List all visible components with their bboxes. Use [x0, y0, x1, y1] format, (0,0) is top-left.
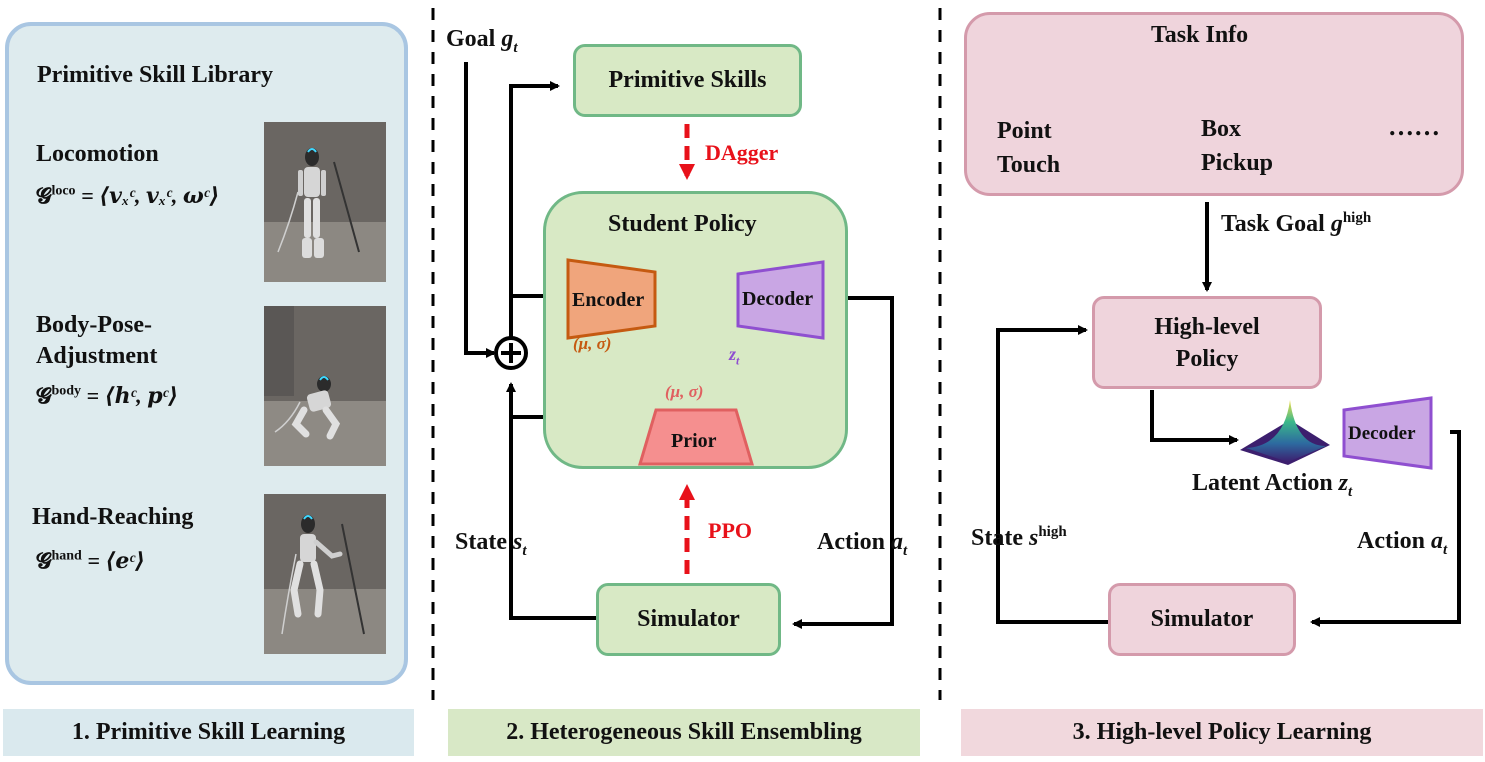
latent-action-text: Latent Action: [1192, 470, 1339, 496]
latent-action-distribution-icon: [1240, 400, 1330, 465]
goal-symbol: 𝓖: [36, 383, 52, 408]
goal-locomotion-formula: 𝓖loco = ⟨𝒗ₓᶜ, 𝒗ₓᶜ, 𝝎ᶜ⟩: [36, 183, 219, 209]
primitive-skills-label: Primitive Skills: [608, 67, 767, 93]
encoder-stats-text: (μ, σ): [573, 334, 612, 353]
prior-stats-label: (μ, σ): [665, 382, 703, 402]
prior-label: Prior: [671, 430, 717, 452]
library-title: Primitive Skill Library: [37, 62, 273, 88]
simulator-label: Simulator: [637, 606, 740, 632]
skill-body-pose-label-line1: Body-Pose-: [36, 312, 152, 338]
state-label-text: State: [971, 525, 1029, 551]
simulator-box-p3: Simulator: [1108, 583, 1296, 656]
z-text: z: [729, 344, 737, 364]
encoder-label: Encoder: [572, 289, 645, 311]
skill-body-pose-label-line2: Adjustment: [36, 343, 158, 369]
prior-stats-text: (μ, σ): [665, 382, 704, 401]
simulator-label: Simulator: [1150, 606, 1254, 632]
point-touch-label-line1: Point: [997, 118, 1052, 144]
z-label: zt: [729, 344, 740, 368]
task-info-label: Task Info: [1151, 22, 1249, 48]
goal-superscript: loco: [51, 183, 76, 199]
state-var: s: [1028, 525, 1039, 551]
skill-hand-reaching-label: Hand-Reaching: [32, 504, 194, 530]
state-label-p2: State st: [455, 529, 527, 559]
caption-panel-1-text: 1. Primitive Skill Learning: [71, 719, 346, 745]
goal-formula: = ⟨𝒆ᶜ⟩: [87, 548, 146, 573]
simulator-box-p2: Simulator: [596, 583, 781, 656]
box-pickup-label-line2: Pickup: [1201, 150, 1274, 176]
box-pickup-label-line1: Box: [1201, 116, 1242, 142]
frozen-decoder-shape: [1342, 396, 1433, 470]
goal-body-formula: 𝓖body = ⟨𝒉ᶜ, 𝒑ᶜ⟩: [36, 383, 178, 409]
robot-photo-hand-reaching: [264, 494, 386, 654]
state-sup: high: [1038, 524, 1067, 540]
prior-shape: [638, 408, 754, 466]
goal-var: g: [501, 26, 514, 52]
goal-superscript: body: [51, 383, 82, 399]
decoder-shape: [736, 260, 825, 340]
state-label-p3: State shigh: [971, 524, 1067, 552]
caption-panel-2-text: 2. Heterogeneous Skill Ensembling: [506, 719, 862, 745]
action-label-p2: Action at: [817, 529, 908, 559]
point-touch-label-line2: Touch: [997, 152, 1061, 178]
action-label-text: Action: [817, 529, 891, 555]
high-level-label-line1: High-level: [1154, 313, 1260, 340]
state-label-text: State: [455, 529, 513, 555]
decoder-label: Decoder: [742, 288, 814, 310]
caption-panel-2: 2. Heterogeneous Skill Ensembling: [448, 709, 920, 756]
action-label-text: Action: [1357, 528, 1431, 554]
robot-photo-locomotion: [264, 122, 386, 282]
robot-photo-body-pose: [264, 306, 386, 466]
goal-symbol: 𝓖: [36, 183, 52, 208]
goal-superscript: hand: [51, 548, 82, 564]
ellipsis-label: ……: [1388, 112, 1440, 141]
task-goal-label: Task Goal ghigh: [1221, 210, 1371, 238]
goal-symbol: 𝓖: [36, 548, 52, 573]
high-level-label-line2: Policy: [1175, 345, 1239, 372]
task-goal-sup: high: [1342, 210, 1372, 226]
caption-panel-3: 3. High-level Policy Learning: [961, 709, 1483, 756]
skill-locomotion-label: Locomotion: [36, 141, 159, 167]
latent-action-label: Latent Action zt: [1192, 470, 1353, 500]
goal-formula: = ⟨𝒉ᶜ, 𝒑ᶜ⟩: [86, 383, 179, 408]
action-label-p3: Action at: [1357, 528, 1448, 558]
ppo-label: PPO: [708, 518, 752, 543]
dagger-label: DAgger: [705, 140, 779, 165]
caption-panel-1: 1. Primitive Skill Learning: [3, 709, 414, 756]
action-var: a: [891, 529, 903, 555]
primitive-skills-box: Primitive Skills: [573, 44, 802, 117]
goal-sub: t: [513, 39, 518, 56]
task-info-box: [964, 12, 1464, 196]
caption-panel-3-text: 3. High-level Policy Learning: [1072, 719, 1372, 745]
task-goal-var: g: [1330, 211, 1343, 237]
student-policy-label: Student Policy: [608, 211, 757, 237]
goal-label: Goal gt: [446, 26, 518, 57]
task-goal-text: Task Goal: [1221, 211, 1331, 237]
frozen-decoder-label: Decoder: [1348, 423, 1416, 444]
latent-var: z: [1338, 470, 1349, 496]
goal-formula: = ⟨𝒗ₓᶜ, 𝒗ₓᶜ, 𝝎ᶜ⟩: [81, 183, 220, 208]
goal-hand-formula: 𝓖hand = ⟨𝒆ᶜ⟩: [36, 548, 145, 574]
goal-label-text: Goal: [446, 26, 502, 52]
state-var: s: [512, 529, 523, 555]
encoder-shape: [566, 258, 657, 340]
high-level-policy-box: High-level Policy: [1092, 296, 1322, 389]
encoder-stats-label: (μ, σ): [573, 334, 611, 354]
action-var: a: [1431, 528, 1443, 554]
